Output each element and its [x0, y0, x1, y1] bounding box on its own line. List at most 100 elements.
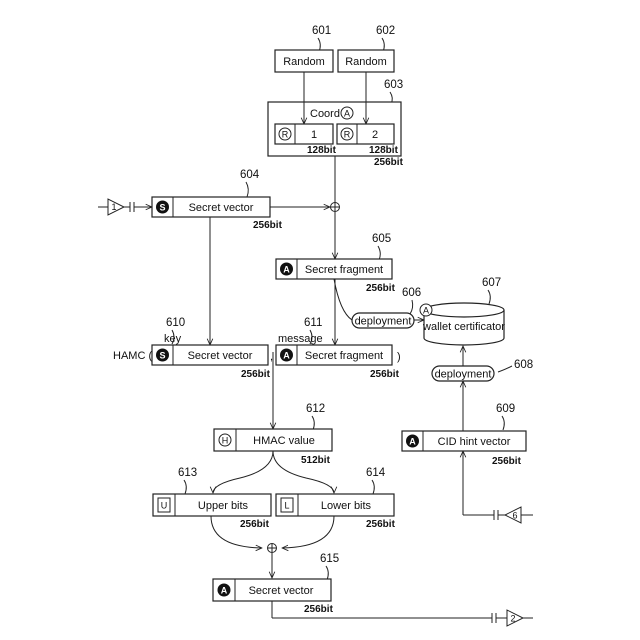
- svg-text:601: 601: [312, 25, 331, 37]
- svg-text:606: 606: [402, 287, 421, 299]
- secret-vector-604: S Secret vector 256bit: [152, 197, 283, 231]
- key-secret-vector-610: S Secret vector 256bit: [152, 345, 271, 380]
- connector-in-1: 1: [98, 199, 152, 215]
- svg-text:603: 603: [384, 79, 403, 91]
- svg-text:A: A: [344, 109, 350, 119]
- svg-text:R: R: [282, 130, 289, 140]
- svg-text:Secret vector: Secret vector: [189, 202, 254, 214]
- svg-text:deployment: deployment: [355, 316, 412, 328]
- svg-text:256bit: 256bit: [366, 283, 396, 294]
- ref-614: 614: [366, 467, 386, 494]
- ref-613: 613: [178, 467, 197, 494]
- ref-602: 602: [376, 25, 395, 52]
- hamc-close: ): [397, 351, 401, 363]
- svg-text:CID hint vector: CID hint vector: [438, 436, 511, 448]
- svg-text:2: 2: [510, 614, 515, 624]
- cid-hint-vector-609: A CID hint vector 256bit: [402, 431, 526, 467]
- svg-text:Secret vector: Secret vector: [188, 350, 253, 362]
- r-badge-icon: R: [341, 128, 353, 140]
- deployment-608: deployment: [432, 366, 494, 381]
- svg-text:H: H: [222, 436, 229, 446]
- svg-text:256bit: 256bit: [492, 456, 522, 467]
- svg-text:S: S: [159, 203, 165, 213]
- ref-607: 607: [482, 277, 501, 304]
- a-badge-icon: A: [420, 304, 432, 316]
- svg-text:Secret fragment: Secret fragment: [305, 350, 383, 362]
- u-badge-icon: U: [158, 498, 170, 512]
- svg-text:S: S: [159, 351, 165, 361]
- ref-608: 608: [498, 359, 533, 372]
- hamc-prefix: HAMC (: [113, 350, 152, 362]
- s-badge-icon: S: [156, 349, 169, 362]
- svg-text:Secret vector: Secret vector: [249, 585, 314, 597]
- line-605-to-deployment: [334, 279, 352, 320]
- ref-606: 606: [402, 287, 421, 314]
- s-badge-icon: S: [156, 201, 169, 214]
- ref-609: 609: [496, 403, 515, 430]
- random-box-602: Random: [338, 50, 394, 72]
- ref-604: 604: [240, 169, 260, 197]
- key-label: key: [164, 333, 182, 345]
- svg-text:256bit: 256bit: [304, 604, 334, 615]
- coord-box-603: Coord A R 1 128bit R 2 128bit 256bit: [268, 102, 404, 168]
- svg-text:614: 614: [366, 467, 386, 479]
- random-box-601: Random: [275, 50, 333, 72]
- svg-text:256bit: 256bit: [374, 157, 404, 168]
- a-badge-icon: A: [280, 263, 293, 276]
- svg-text:609: 609: [496, 403, 515, 415]
- arrow-614-to-xor: [282, 516, 334, 548]
- svg-text:Lower bits: Lower bits: [321, 500, 372, 512]
- svg-text:611: 611: [304, 317, 322, 329]
- svg-text:Secret fragment: Secret fragment: [305, 264, 383, 276]
- ref-615: 615: [320, 553, 339, 580]
- svg-text:604: 604: [240, 169, 260, 181]
- arrow-612-to-613: [213, 451, 273, 493]
- svg-text:512bit: 512bit: [301, 455, 331, 466]
- lower-bits-614: L Lower bits 256bit: [276, 494, 396, 530]
- xor-node-icon: [331, 203, 340, 212]
- ref-601: 601: [312, 25, 331, 52]
- a-badge-icon: A: [280, 349, 293, 362]
- svg-text:607: 607: [482, 277, 501, 289]
- svg-text:1: 1: [311, 129, 317, 141]
- secret-vector-615: A Secret vector 256bit: [213, 579, 334, 615]
- svg-text:Random: Random: [283, 56, 325, 68]
- svg-text:256bit: 256bit: [366, 519, 396, 530]
- svg-text:wallet certificator: wallet certificator: [422, 321, 505, 333]
- svg-text:1: 1: [111, 202, 116, 212]
- ref-603: 603: [384, 79, 403, 104]
- svg-text:A: A: [409, 437, 416, 447]
- svg-text:A: A: [221, 586, 228, 596]
- svg-text:A: A: [283, 351, 290, 361]
- svg-text:256bit: 256bit: [253, 220, 283, 231]
- l-badge-icon: L: [281, 498, 293, 512]
- svg-text:610: 610: [166, 317, 185, 329]
- svg-text:2: 2: [372, 129, 378, 141]
- svg-text:HMAC value: HMAC value: [253, 435, 315, 447]
- a-badge-icon: A: [218, 584, 231, 597]
- svg-text:256bit: 256bit: [241, 369, 271, 380]
- xor-node-icon: [268, 544, 277, 553]
- svg-text:deployment: deployment: [435, 369, 492, 381]
- svg-text:613: 613: [178, 467, 197, 479]
- svg-text:256bit: 256bit: [240, 519, 270, 530]
- svg-text:128bit: 128bit: [307, 145, 337, 156]
- svg-text:Random: Random: [345, 56, 387, 68]
- a-badge-icon: A: [406, 435, 419, 448]
- coord-a-badge-icon: A: [341, 107, 353, 119]
- message-label: message: [278, 333, 323, 345]
- ref-605: 605: [372, 233, 391, 260]
- svg-text:615: 615: [320, 553, 339, 565]
- r-badge-icon: R: [279, 128, 291, 140]
- message-secret-fragment-611: A Secret fragment 256bit: [276, 345, 400, 380]
- svg-text:6: 6: [512, 511, 517, 521]
- h-badge-icon: H: [219, 434, 231, 446]
- coord-title: Coord: [310, 108, 340, 120]
- svg-text:612: 612: [306, 403, 325, 415]
- svg-text:602: 602: [376, 25, 395, 37]
- deployment-606: deployment: [352, 313, 414, 328]
- svg-text:605: 605: [372, 233, 391, 245]
- svg-text:A: A: [283, 265, 290, 275]
- svg-text:128bit: 128bit: [369, 145, 399, 156]
